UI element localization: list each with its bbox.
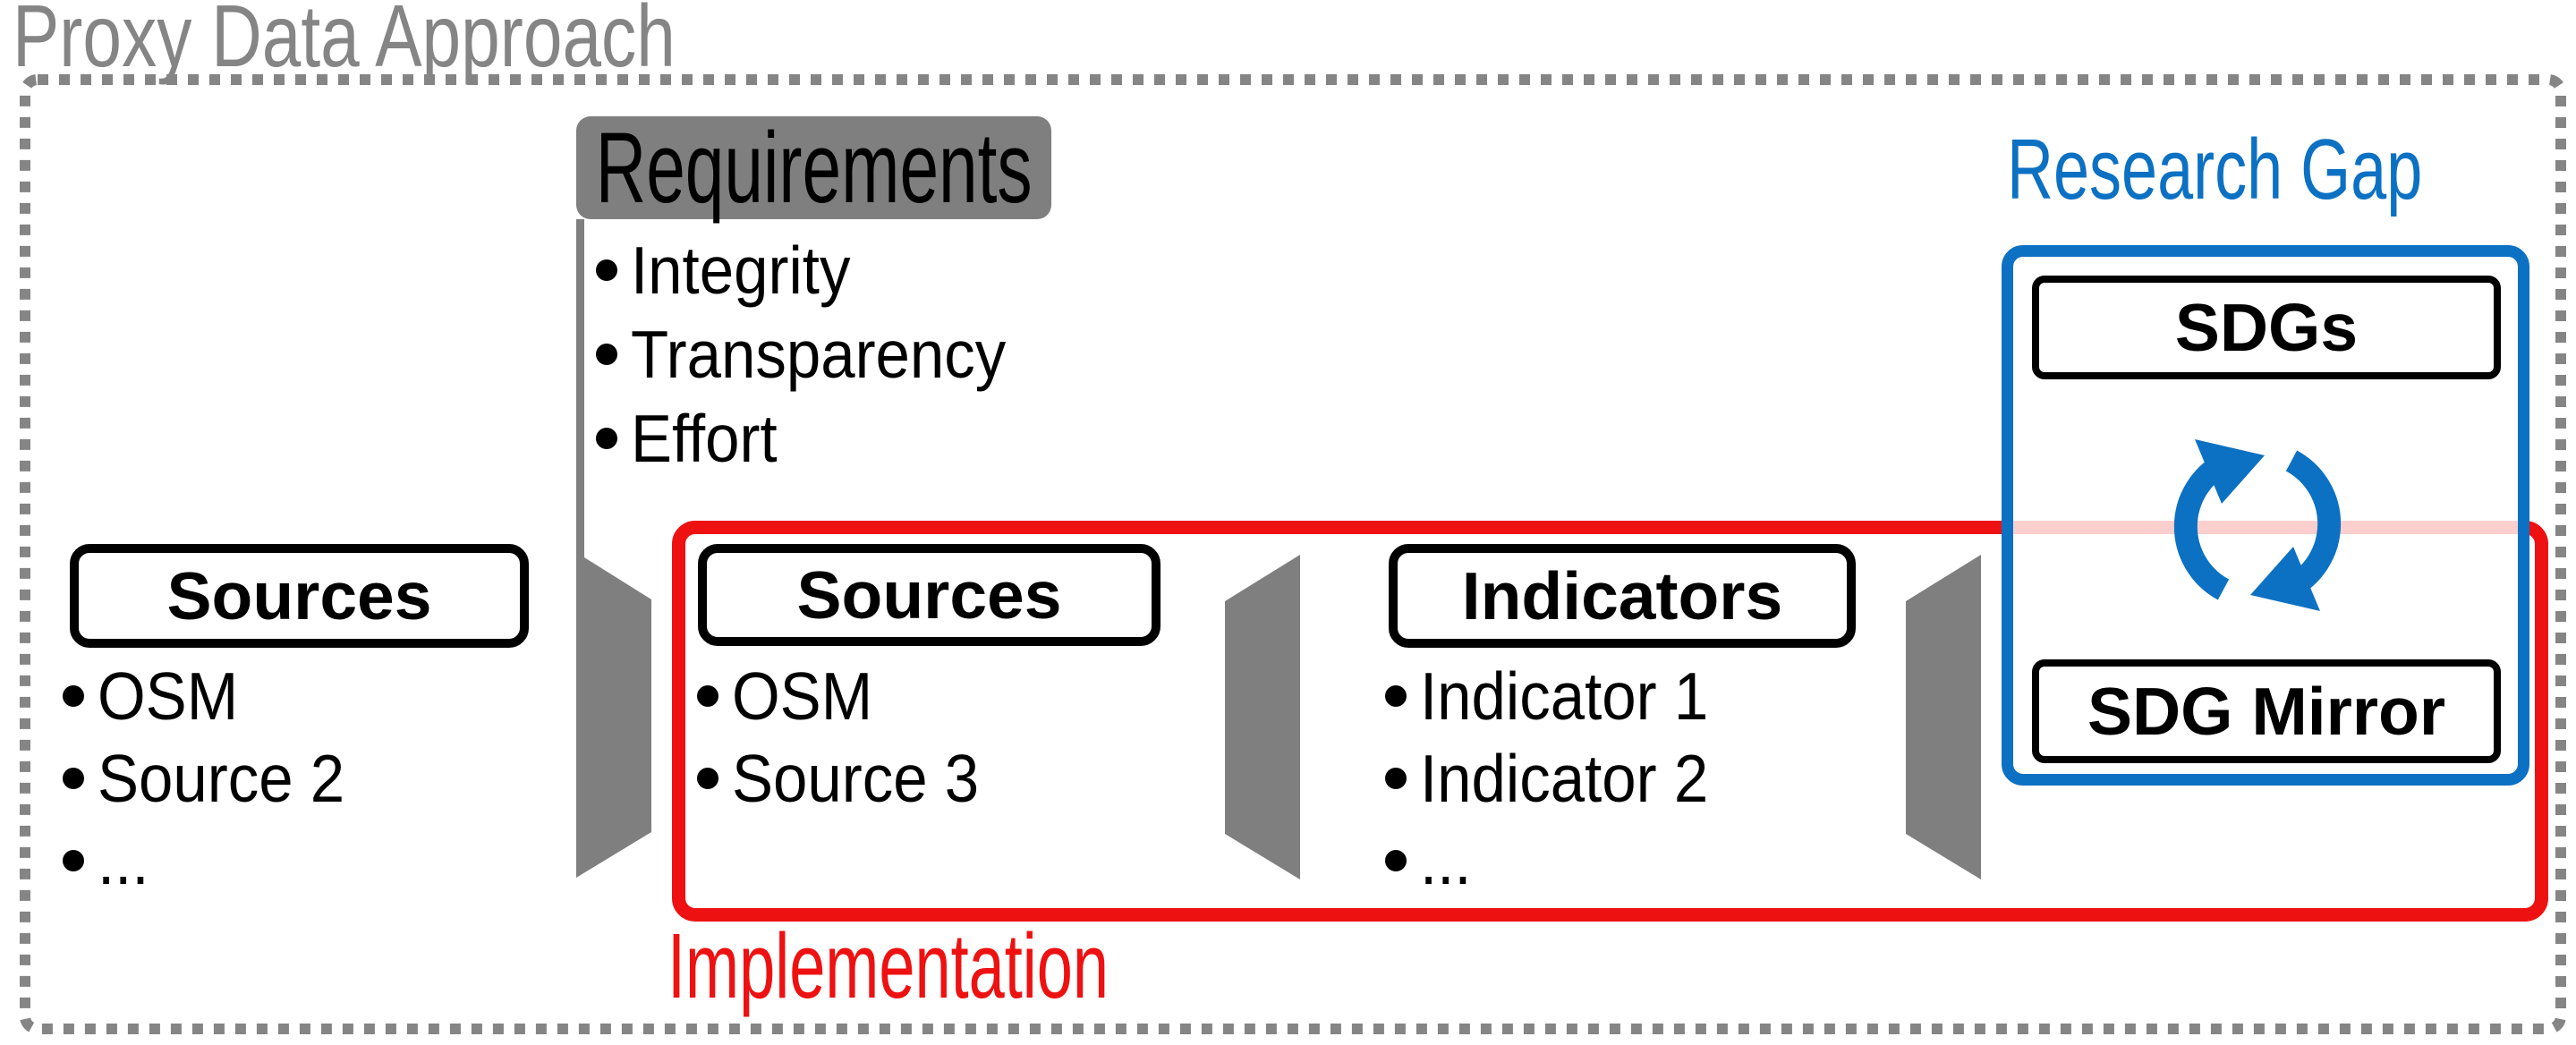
sources-implementation-list: OSM Source 3 xyxy=(697,655,1000,820)
list-item: ... xyxy=(63,820,366,902)
list-item: Indicator 1 xyxy=(1385,655,1733,737)
source-item-label: Source 2 xyxy=(98,740,345,816)
bullet-dot-icon xyxy=(596,259,617,281)
requirements-list: Integrity Transparency Effort xyxy=(596,228,1039,480)
research-gap-label: Research Gap xyxy=(2007,122,2423,217)
sources-initial-list: OSM Source 2 ... xyxy=(63,655,366,902)
list-item: Effort xyxy=(596,396,1039,480)
bullet-dot-icon xyxy=(596,344,617,365)
source-item-label: Source 3 xyxy=(732,740,980,816)
list-item: OSM xyxy=(63,655,366,737)
requirements-title: Requirements xyxy=(595,111,1033,224)
list-item: Source 3 xyxy=(697,737,1000,820)
requirement-item-label: Effort xyxy=(631,400,778,476)
indicator-item-label: ... xyxy=(1420,822,1472,898)
requirements-header: Requirements xyxy=(576,116,1051,219)
research-gap-box: SDGs SDG Mirror xyxy=(2002,245,2529,786)
list-item: Integrity xyxy=(596,228,1039,312)
list-item: Indicator 2 xyxy=(1385,737,1733,820)
indicators-box: Indicators xyxy=(1389,544,1856,648)
indicators-title: Indicators xyxy=(1461,557,1783,633)
source-item-label: OSM xyxy=(732,658,873,734)
source-item-label: ... xyxy=(98,822,149,898)
list-item: ... xyxy=(1385,820,1733,902)
requirement-item-label: Transparency xyxy=(631,316,1007,392)
indicator-item-label: Indicator 1 xyxy=(1420,658,1709,734)
sources-initial-box: Sources xyxy=(70,544,529,648)
diagram-title: Proxy Data Approach xyxy=(13,0,676,85)
sdg-mirror-label: SDG Mirror xyxy=(2087,673,2446,749)
bullet-dot-icon xyxy=(1385,685,1407,707)
sdgs-label: SDGs xyxy=(2174,289,2359,365)
bullet-dot-icon xyxy=(596,428,617,449)
list-item: OSM xyxy=(697,655,1000,737)
implementation-label: Implementation xyxy=(667,914,1109,1017)
bullet-dot-icon xyxy=(697,685,718,707)
list-item: Transparency xyxy=(596,312,1039,396)
source-item-label: OSM xyxy=(98,658,239,734)
sources-implementation-title: Sources xyxy=(796,556,1062,633)
sdg-mirror-box: SDG Mirror xyxy=(2032,659,2501,763)
bullet-dot-icon xyxy=(63,850,84,871)
sdgs-box: SDGs xyxy=(2032,276,2501,379)
bullet-dot-icon xyxy=(1385,768,1407,789)
bullet-dot-icon xyxy=(63,768,84,789)
sources-implementation-box: Sources xyxy=(698,544,1160,646)
bullet-dot-icon xyxy=(697,768,718,789)
indicators-list: Indicator 1 Indicator 2 ... xyxy=(1385,655,1733,902)
sync-arrows-icon xyxy=(2173,439,2342,611)
bullet-dot-icon xyxy=(63,685,84,707)
requirement-item-label: Integrity xyxy=(631,232,851,308)
list-item: Source 2 xyxy=(63,737,366,820)
indicator-item-label: Indicator 2 xyxy=(1420,740,1709,816)
sources-initial-title: Sources xyxy=(166,557,432,633)
bullet-dot-icon xyxy=(1385,850,1407,871)
